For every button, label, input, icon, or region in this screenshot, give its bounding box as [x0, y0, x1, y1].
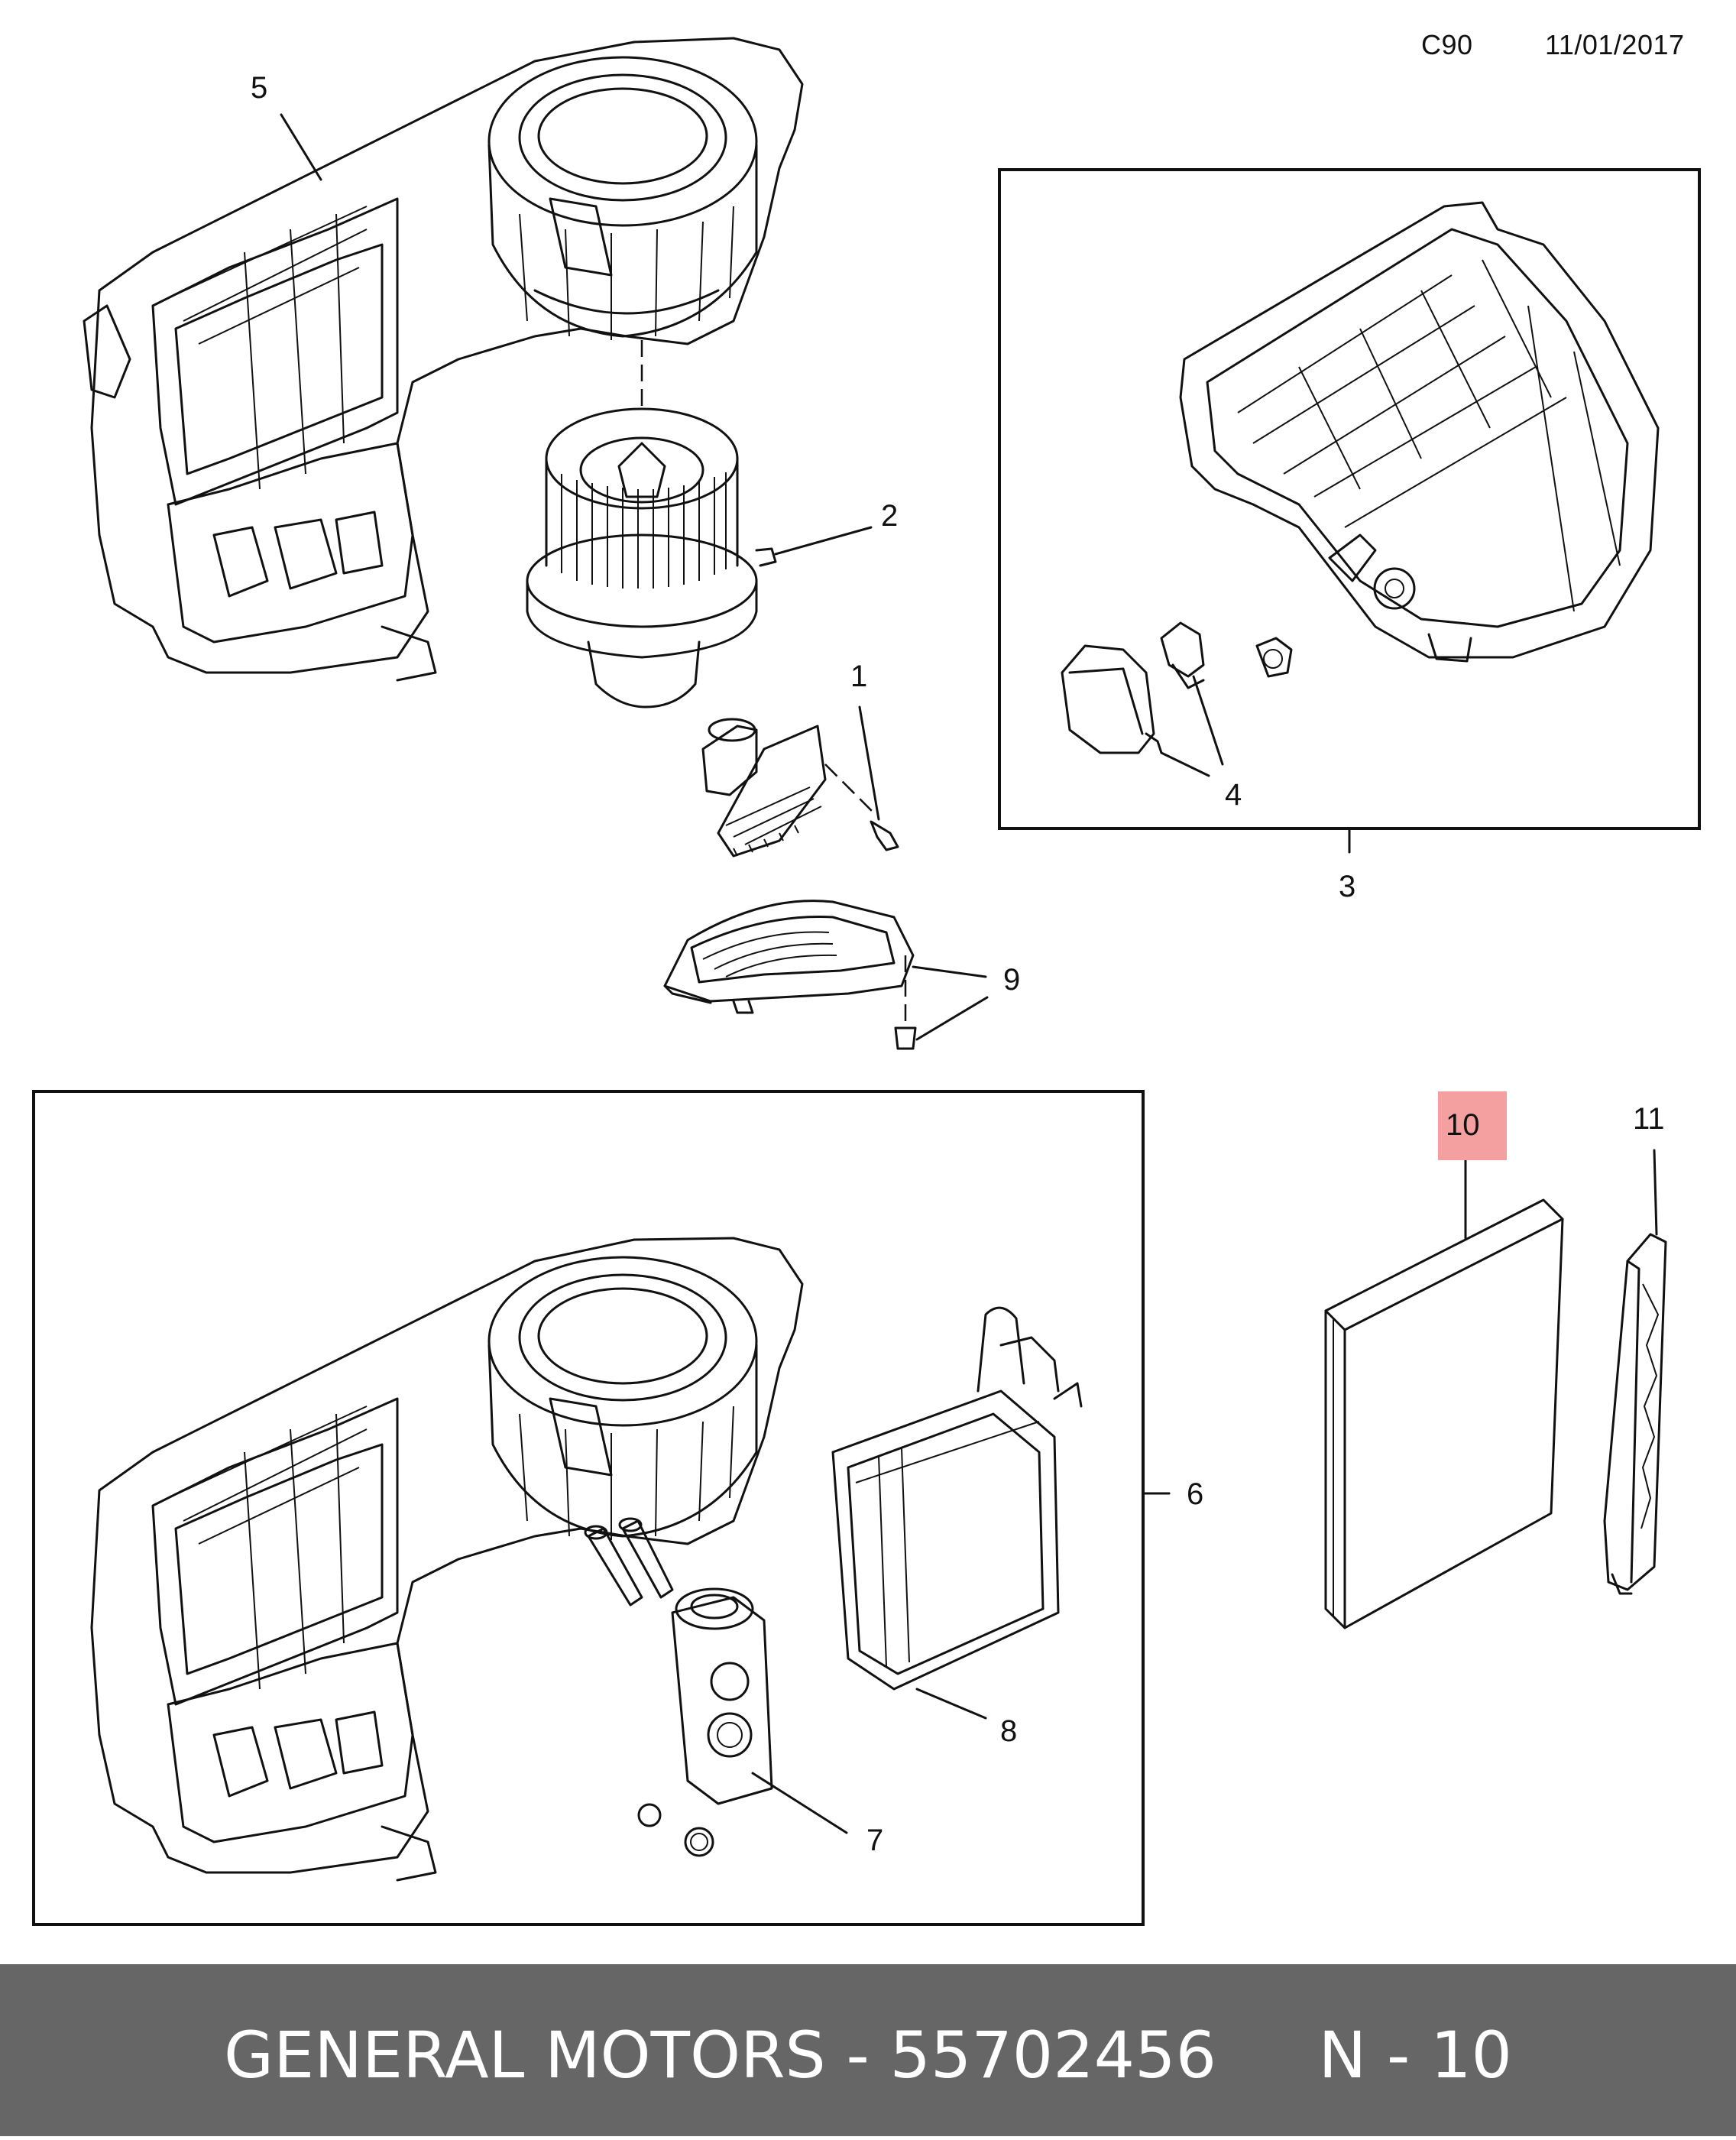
leader-2	[774, 526, 873, 556]
callout-8: 8	[1000, 1714, 1018, 1748]
highlight-callout-10	[1438, 1091, 1507, 1160]
heater-case-3	[1179, 201, 1660, 663]
hvac-housing-5	[83, 37, 804, 682]
expansion-valve-7	[637, 1587, 848, 1857]
callout-3: 3	[1339, 870, 1356, 903]
callout-2: 2	[881, 499, 899, 533]
diagram-code: C90	[1421, 29, 1473, 60]
blower-resistor-1	[701, 705, 899, 858]
evaporator-8	[831, 1306, 1083, 1720]
module-box-6	[32, 1090, 1145, 1926]
actuators-4	[1061, 621, 1293, 777]
assembly-box-3	[998, 168, 1701, 830]
callout-9: 9	[1003, 963, 1021, 997]
cabin-filter-10	[1324, 1159, 1564, 1629]
blower-motor-2	[526, 407, 777, 708]
leader-5	[280, 113, 322, 181]
footer-part-number: GENERAL MOTORS - 55702456 N - 10	[224, 2018, 1512, 2093]
filter-door-11	[1603, 1149, 1667, 1595]
footer-banner	[0, 1964, 1736, 2136]
callout-5: 5	[251, 71, 268, 105]
callout-4: 4	[1225, 778, 1242, 812]
bolts	[584, 1517, 674, 1607]
cover-9	[663, 900, 989, 1050]
callout-7: 7	[866, 1824, 884, 1857]
callout-6: 6	[1187, 1477, 1204, 1511]
callout-11: 11	[1633, 1102, 1665, 1136]
callout-1: 1	[850, 660, 868, 693]
callout-10: 10	[1446, 1108, 1480, 1142]
diagram-date: 11/01/2017	[1545, 29, 1685, 60]
hvac-module-6	[90, 1237, 804, 1882]
